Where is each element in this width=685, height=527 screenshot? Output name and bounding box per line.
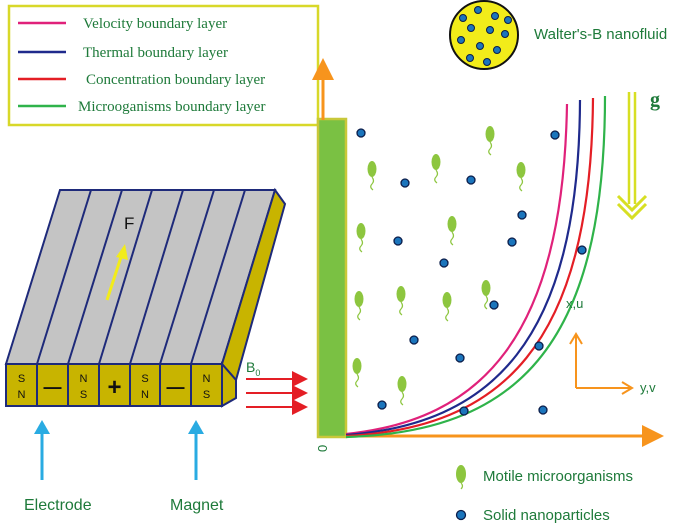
nanoparticle: [459, 406, 469, 416]
sphere-particle: [504, 16, 512, 24]
force-arrow: [105, 244, 128, 301]
microorganism: [516, 162, 526, 192]
nanoparticle: [534, 341, 544, 351]
magnet-label: Magnet: [170, 497, 224, 514]
key-microorganisms-label: Motile microorganisms: [483, 468, 633, 485]
magnet-bottom-edge: [221, 361, 237, 408]
nanoparticle: [409, 335, 419, 345]
legend-label-thermal: Thermal boundary layer: [83, 45, 228, 61]
legend-item-velocity: Velocity boundary layer: [18, 16, 227, 32]
magnet-arrow: [188, 420, 204, 480]
nanoparticle: [356, 128, 366, 138]
thermal-boundary-curve: [345, 99, 582, 437]
nanoparticle: [393, 236, 403, 246]
origin-label: 0: [315, 445, 330, 452]
nanoparticle: [400, 178, 410, 188]
nanoparticle: [377, 400, 387, 410]
microorganism: [354, 291, 364, 321]
legend-label-microorganisms: Microoganisms boundary layer: [78, 99, 265, 115]
gravity-label: g: [650, 89, 660, 111]
segment-1-top: S: [18, 373, 25, 385]
magnetic-field-arrows: [246, 371, 308, 415]
boundary-layers: [345, 95, 607, 439]
key-nanoparticles-label: Solid nanoparticles: [483, 507, 610, 524]
segment-3-bottom: S: [80, 389, 87, 401]
local-axes: [569, 332, 634, 395]
microorganism: [481, 280, 491, 310]
microorganism: [397, 376, 407, 406]
axis-label-vertical: x,u: [566, 296, 583, 311]
nanoparticle: [455, 353, 465, 363]
sphere-particle: [501, 30, 509, 38]
nanoparticle: [466, 175, 476, 185]
sphere-particle: [483, 58, 491, 66]
nanoparticle: [507, 237, 517, 247]
sphere-particle: [466, 54, 474, 62]
sphere-particle: [486, 26, 494, 34]
concentration-boundary-curve: [345, 97, 595, 438]
legend-label-concentration: Concentration boundary layer: [86, 72, 265, 88]
key-microorganism-icon: [456, 465, 466, 490]
nanoparticle: [439, 258, 449, 268]
key-nanoparticle-icon: [455, 509, 467, 521]
sphere-particle: [476, 42, 484, 50]
legend: Velocity boundary layer Thermal boundary…: [7, 4, 320, 127]
segment-5-bottom: N: [141, 389, 149, 401]
microorganism: [367, 161, 377, 191]
segment-5-top: S: [141, 373, 148, 385]
nanoparticles: [356, 128, 587, 416]
nanoparticle: [538, 405, 548, 415]
sphere-particle: [457, 36, 465, 44]
nanoparticle: [517, 210, 527, 220]
horizontal-axis-arrow: [346, 425, 664, 447]
magnetic-field-label: B0: [246, 359, 260, 378]
microorganism: [396, 286, 406, 316]
gravity-arrow: [616, 92, 648, 221]
stretching-plate: [316, 117, 348, 439]
magnet-divider-lines: [36, 189, 246, 406]
legend-item-microorganisms: Microoganisms boundary layer: [18, 99, 265, 115]
segment-2-symbol: —: [44, 377, 62, 397]
sphere-particle: [491, 12, 499, 20]
legend-item-thermal: Thermal boundary layer: [18, 45, 228, 61]
microorganism: [447, 216, 457, 246]
force-label: F: [124, 214, 134, 233]
legend-label-velocity: Velocity boundary layer: [83, 16, 227, 32]
nanoparticle: [577, 245, 587, 255]
nanofluid-sphere: [449, 0, 519, 70]
velocity-boundary-curve: [345, 103, 569, 436]
nanoparticle: [550, 130, 560, 140]
sphere-particle: [493, 46, 501, 54]
electrode-arrow: [34, 420, 50, 480]
microorganism: [442, 292, 452, 322]
legend-item-concentration: Concentration boundary layer: [18, 72, 265, 88]
segment-7-bottom: S: [203, 389, 210, 401]
segment-1-bottom: N: [18, 389, 26, 401]
segment-6-symbol: —: [167, 377, 185, 397]
vertical-axis-arrow: [312, 58, 334, 120]
sphere-particle: [467, 24, 475, 32]
nanofluid-label: Walter's-B nanofluid: [534, 26, 667, 43]
microorganism: [431, 154, 441, 184]
microorganisms-boundary-curve: [345, 95, 607, 439]
segment-3-top: N: [80, 373, 88, 385]
microorganisms: [352, 126, 526, 406]
magnet-block: F S N — N S + S N — N S: [4, 187, 287, 408]
microorganism: [352, 358, 362, 388]
nanoparticle: [489, 300, 499, 310]
microorganism: [356, 223, 366, 253]
segment-7-top: N: [203, 373, 211, 385]
sphere-particle: [459, 14, 467, 22]
axis-label-horizontal: y,v: [640, 380, 656, 395]
microorganism: [485, 126, 495, 156]
nanofluid-sphere-particles: [457, 6, 512, 66]
segment-4-symbol: +: [107, 374, 121, 401]
sphere-particle: [474, 6, 482, 14]
electrode-label: Electrode: [24, 497, 92, 514]
